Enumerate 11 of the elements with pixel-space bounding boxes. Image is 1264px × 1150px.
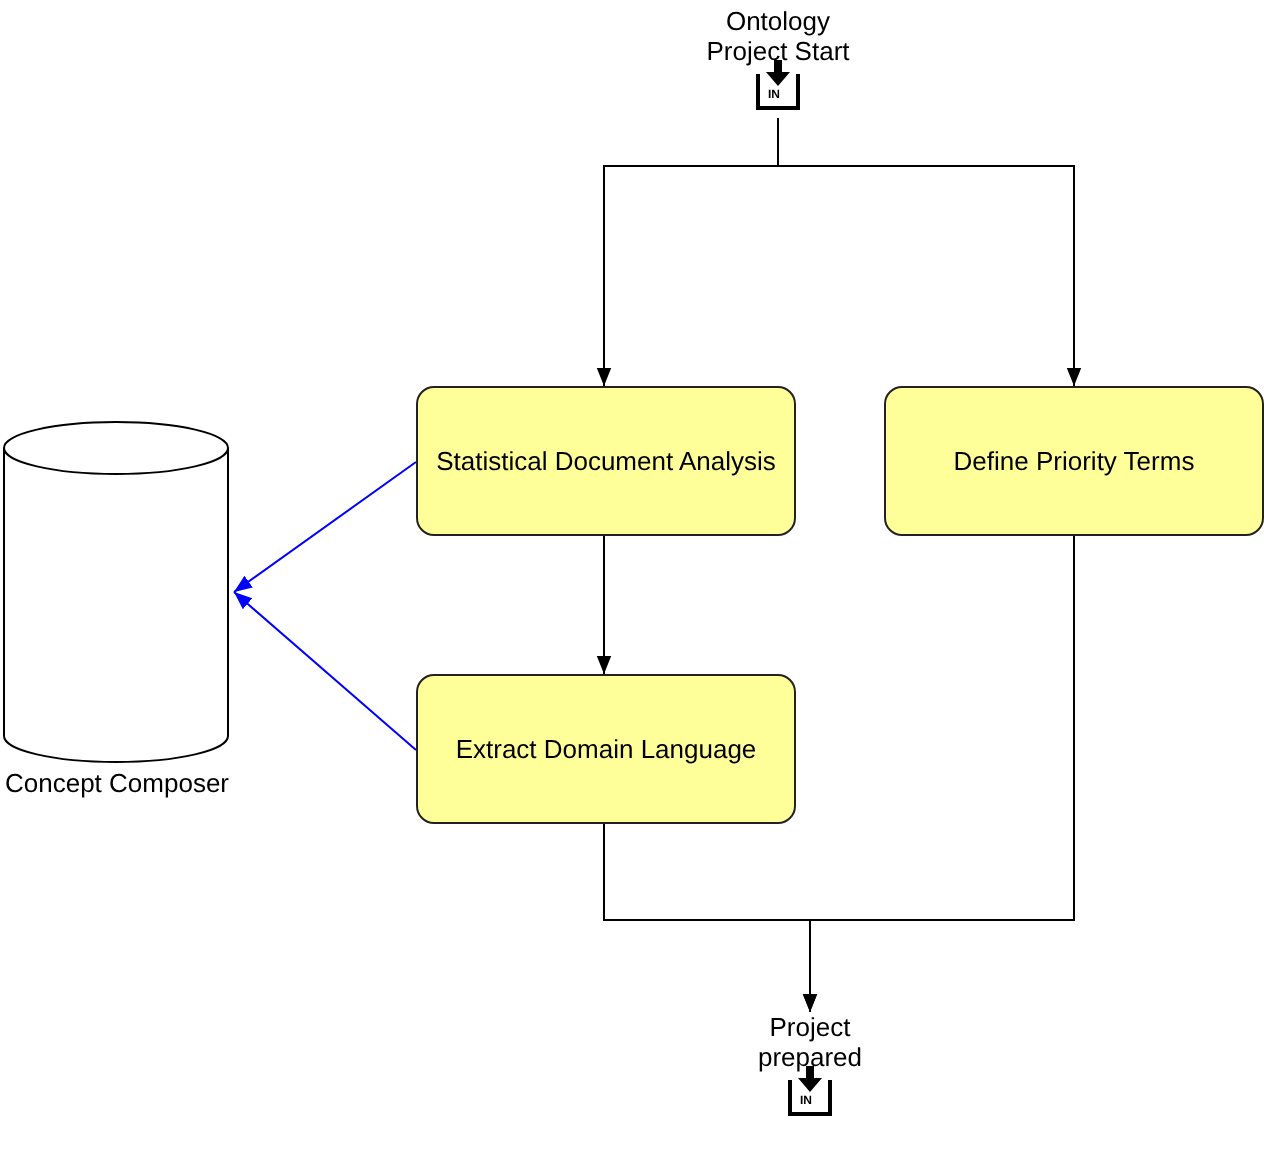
process-box: Define Priority Terms (884, 386, 1264, 536)
flow-arrow (777, 117, 1082, 387)
terminal-label: Project prepared (755, 1012, 865, 1072)
process-box: Statistical Document Analysis (416, 386, 796, 536)
process-box: Extract Domain Language (416, 674, 796, 824)
flow-arrow (596, 535, 612, 675)
database-label: Concept Composer (3, 768, 231, 798)
association-arrow (233, 591, 417, 751)
terminal-label: Ontology Project Start (704, 6, 852, 66)
flow-arrow (802, 535, 1075, 1013)
association-arrow (233, 461, 417, 593)
